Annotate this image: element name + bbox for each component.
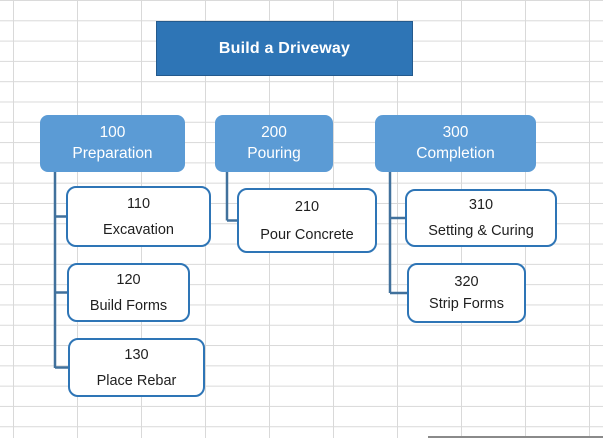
branch-code: 100: [99, 123, 126, 141]
task-node-strip-forms[interactable]: 320 Strip Forms: [407, 263, 526, 323]
branch-node-completion[interactable]: 300 Completion: [375, 115, 536, 172]
branch-node-preparation[interactable]: 100 Preparation: [40, 115, 185, 172]
task-code: 110: [126, 195, 151, 212]
branch-label: Preparation: [72, 144, 153, 162]
task-code: 320: [454, 274, 479, 290]
branch-node-pouring[interactable]: 200 Pouring: [215, 115, 333, 172]
task-code: 210: [294, 198, 320, 215]
wbs-root-label: Build a Driveway: [218, 39, 351, 57]
task-label: Place Rebar: [96, 372, 177, 389]
branch-label: Pouring: [247, 144, 301, 162]
wbs-root-node[interactable]: Build a Driveway: [156, 21, 413, 76]
task-code: 130: [124, 346, 149, 363]
task-code: 120: [116, 271, 141, 288]
task-label: Excavation: [103, 221, 174, 238]
task-code: 310: [468, 197, 494, 213]
sheet-bottom-edge-line: [428, 436, 603, 438]
task-node-excavation[interactable]: 110 Excavation: [66, 186, 211, 247]
branch-code: 300: [442, 123, 469, 141]
task-node-setting-curing[interactable]: 310 Setting & Curing: [405, 189, 557, 247]
task-node-place-rebar[interactable]: 130 Place Rebar: [68, 338, 205, 397]
task-label: Strip Forms: [429, 296, 504, 312]
task-label: Pour Concrete: [260, 226, 354, 243]
branch-label: Completion: [416, 144, 495, 162]
task-node-pour-concrete[interactable]: 210 Pour Concrete: [237, 188, 377, 253]
task-node-build-forms[interactable]: 120 Build Forms: [67, 263, 190, 322]
branch-code: 200: [261, 123, 287, 141]
task-label: Build Forms: [89, 297, 168, 314]
task-label: Setting & Curing: [428, 223, 534, 239]
